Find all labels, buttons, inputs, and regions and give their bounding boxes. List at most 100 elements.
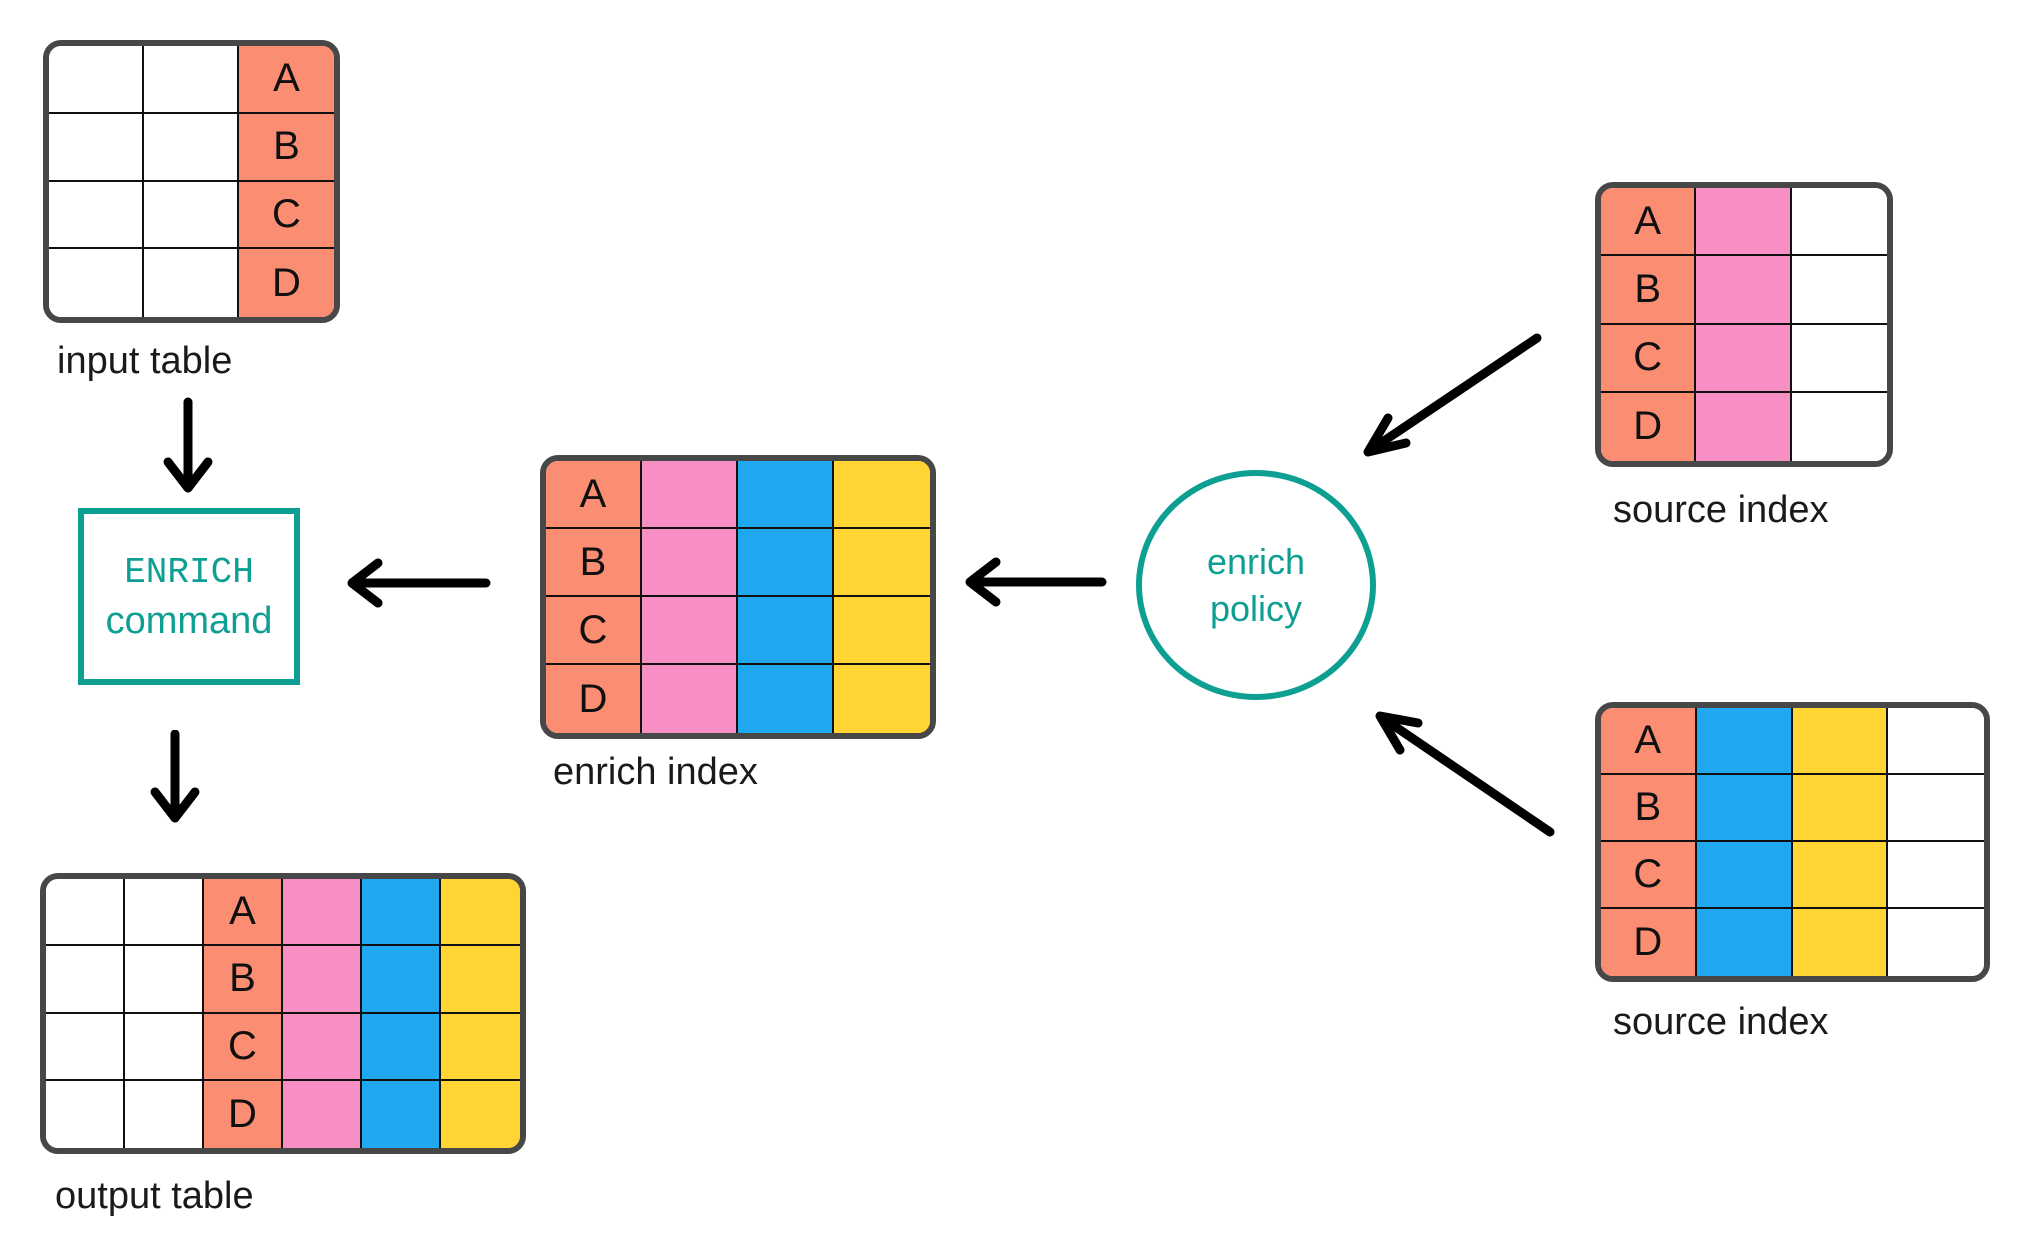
source-index-top-label: source index [1613, 489, 1829, 531]
table-cell [1888, 909, 1984, 976]
enrich-command-line1: ENRICH [124, 551, 254, 593]
table-cell [283, 879, 362, 947]
table-cell [1791, 188, 1887, 257]
table-cell [1888, 708, 1984, 775]
input-table-label: input table [57, 340, 233, 382]
table-cell [362, 879, 441, 947]
table-cell [834, 461, 930, 529]
table-cell [144, 249, 239, 317]
table-cell [49, 249, 144, 317]
arrow-policy-to-index-icon [965, 557, 1107, 607]
table-cell [642, 529, 738, 597]
arrow-index-to-command-icon [347, 558, 491, 608]
enrich-index-label: enrich index [553, 751, 758, 793]
table-cell: B [1601, 256, 1697, 325]
table-cell [1696, 775, 1793, 842]
table-cell [1696, 708, 1793, 775]
enrich-policy-circle: enrich policy [1136, 470, 1376, 700]
table-cell: A [204, 879, 283, 947]
table-cell [125, 946, 204, 1014]
table-cell [441, 946, 520, 1014]
arrow-input-to-command-icon [163, 397, 213, 493]
table-cell [642, 597, 738, 665]
table-cell [144, 181, 239, 250]
table-cell [46, 1013, 125, 1081]
table-cell [125, 879, 204, 947]
arrow-source-bottom-to-policy-icon [1375, 711, 1555, 837]
table-cell [49, 113, 144, 182]
table-cell: D [204, 1080, 283, 1148]
table-cell: D [1601, 392, 1697, 461]
table-cell: C [546, 597, 642, 665]
table-cell [144, 46, 239, 114]
table-cell [1791, 392, 1887, 461]
table-cell [46, 879, 125, 947]
table-cell: C [239, 181, 334, 250]
arrow-command-to-output-icon [150, 730, 200, 823]
table-cell: B [239, 113, 334, 182]
table-cell [1792, 909, 1889, 976]
enrich-command-box: ENRICH command [78, 508, 300, 685]
table-cell [362, 1080, 441, 1148]
source-index-bottom-label: source index [1613, 1001, 1829, 1043]
table-cell [642, 665, 738, 733]
table-cell [362, 1013, 441, 1081]
output-table-label: output table [55, 1175, 254, 1217]
table-cell [49, 46, 144, 114]
table-cell [441, 879, 520, 947]
table-cell [738, 529, 834, 597]
table-cell [1791, 324, 1887, 393]
enrich-policy-line2: policy [1209, 588, 1303, 629]
table-cell [1696, 324, 1792, 393]
table-cell [125, 1013, 204, 1081]
table-cell: B [1601, 775, 1697, 842]
table-cell: A [546, 461, 642, 529]
table-cell [1888, 842, 1984, 909]
table-cell [1696, 392, 1792, 461]
table-cell [144, 113, 239, 182]
table-cell [738, 665, 834, 733]
table-cell: B [546, 529, 642, 597]
table-cell: D [239, 249, 334, 317]
table-cell [283, 1013, 362, 1081]
table-cell: C [204, 1013, 283, 1081]
table-cell [1696, 256, 1792, 325]
table-cell [125, 1080, 204, 1148]
table-cell: C [1601, 324, 1697, 393]
table-cell [834, 665, 930, 733]
arrow-source-top-to-policy-icon [1363, 333, 1542, 457]
table-cell [1792, 775, 1889, 842]
table-cell: A [1601, 188, 1697, 257]
table-cell [642, 461, 738, 529]
table-cell [49, 181, 144, 250]
table-cell: A [1601, 708, 1697, 775]
table-cell [1792, 842, 1889, 909]
table-cell [738, 597, 834, 665]
table-cell [1888, 775, 1984, 842]
table-cell [1791, 256, 1887, 325]
table-cell: D [546, 665, 642, 733]
table-cell: B [204, 946, 283, 1014]
table-cell [283, 1080, 362, 1148]
table-cell: C [1601, 842, 1697, 909]
table-cell [441, 1080, 520, 1148]
table-cell [46, 1080, 125, 1148]
table-cell [283, 946, 362, 1014]
table-cell: A [239, 46, 334, 114]
enrich-command-line2: command [105, 599, 273, 642]
enrich-policy-line1: enrich [1206, 541, 1306, 582]
table-cell [1696, 188, 1792, 257]
table-cell [834, 529, 930, 597]
table-cell [834, 597, 930, 665]
table-cell: D [1601, 909, 1697, 976]
table-cell [1696, 842, 1793, 909]
table-cell [362, 946, 441, 1014]
table-cell [441, 1013, 520, 1081]
table-cell [46, 946, 125, 1014]
